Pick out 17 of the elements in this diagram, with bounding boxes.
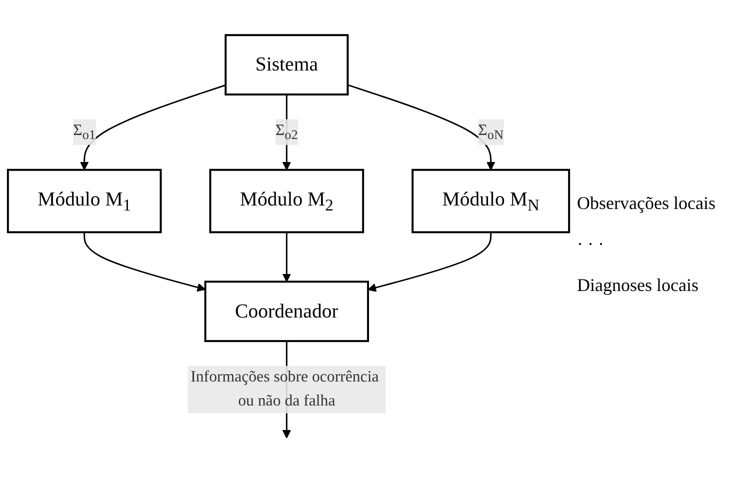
arrow bbox=[347, 84, 496, 170]
node-box: Módulo M$_{2}$ bbox=[209, 168, 364, 234]
arrow bbox=[282, 232, 292, 282]
edge-label: Σ$_{o2}$ bbox=[275, 122, 298, 142]
edge-label: Informações sobre ocorrência ou não da falha bbox=[190, 368, 379, 410]
node-box: Sistema bbox=[224, 34, 349, 96]
node-box: Módulo M$_{N}$ bbox=[412, 168, 570, 234]
arrow bbox=[368, 232, 492, 292]
note-text: Observações locais bbox=[577, 192, 716, 214]
arrow bbox=[84, 232, 206, 292]
note-text: · · · bbox=[577, 234, 605, 254]
edge-label: Σ$_{oN}$ bbox=[478, 122, 504, 142]
note-text: Diagnoses locais bbox=[577, 274, 700, 296]
node-box: Módulo M$_{1}$ bbox=[6, 168, 162, 234]
arrow bbox=[80, 84, 226, 170]
edge-label: Σ$_{o1}$ bbox=[73, 122, 96, 142]
node-box: Coordenador bbox=[204, 280, 370, 342]
